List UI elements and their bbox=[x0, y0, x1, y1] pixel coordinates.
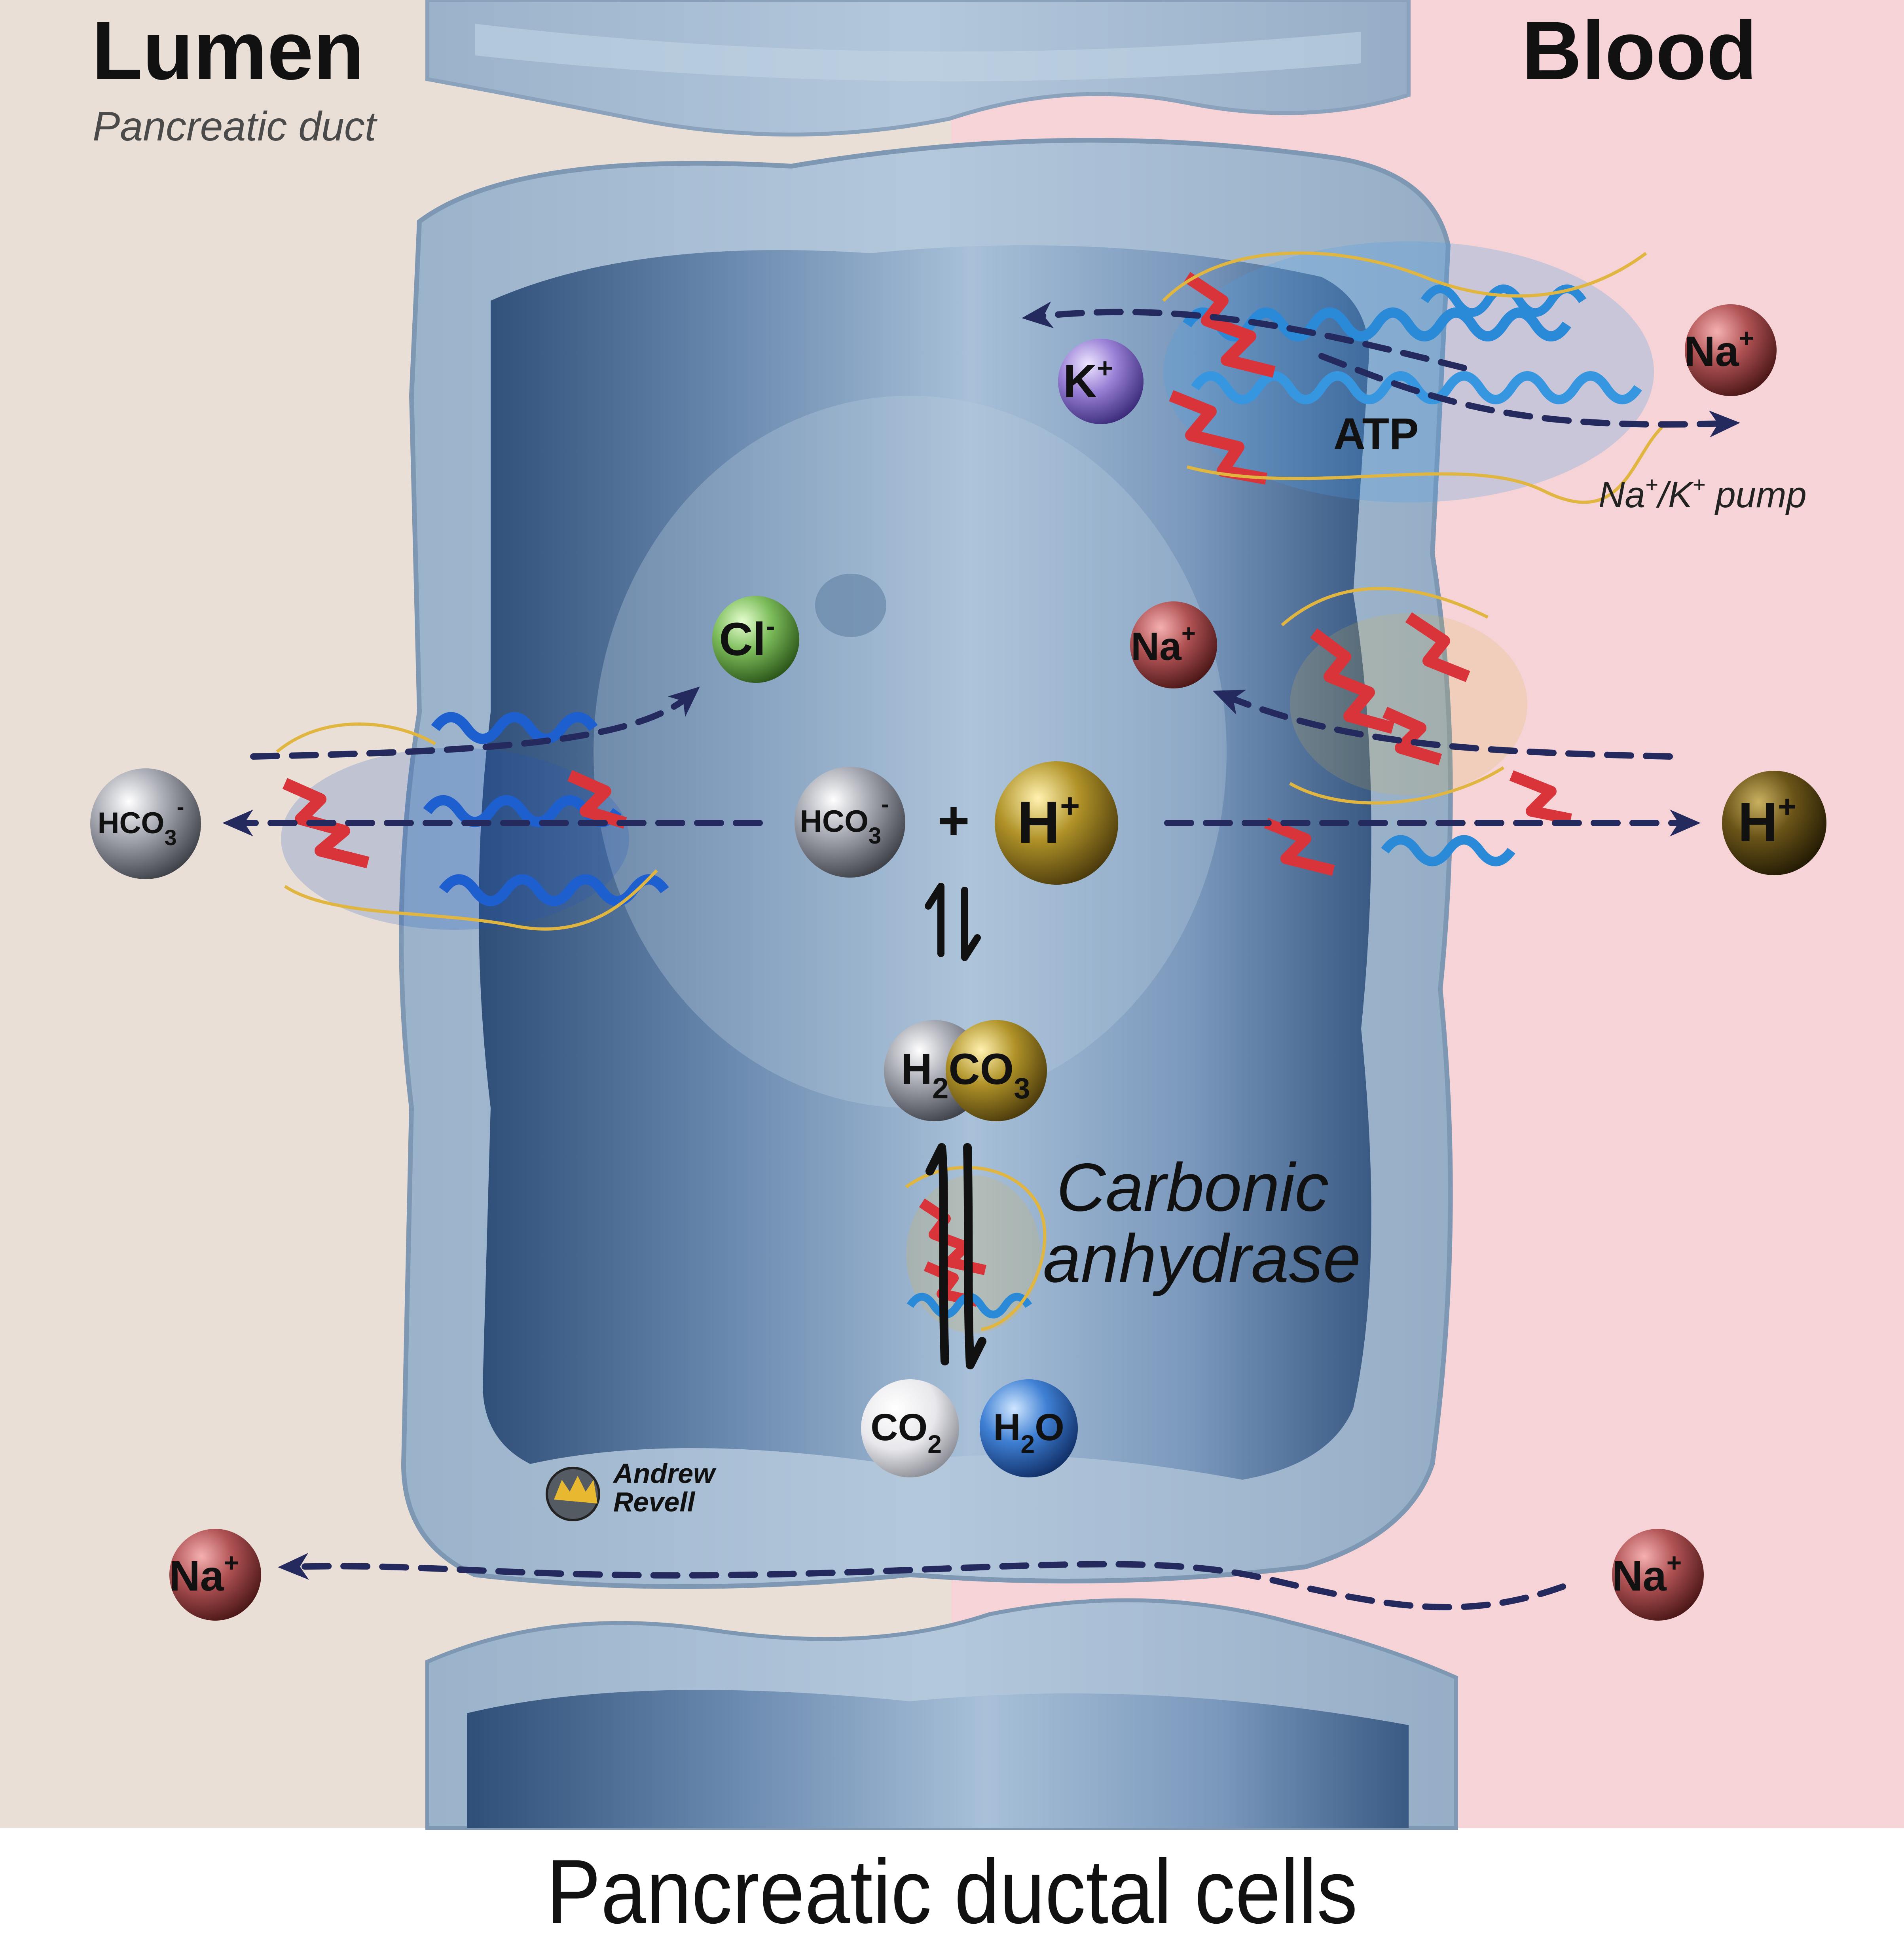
ductal-cell-top bbox=[425, 0, 1411, 137]
svg-text:K+: K+ bbox=[1063, 353, 1113, 408]
h2o-molecule: H2O bbox=[980, 1379, 1078, 1477]
equilibrium-arrow-lower bbox=[925, 1143, 986, 1369]
h-ion-cell: H+ bbox=[995, 761, 1118, 885]
atp-label: ATP bbox=[1333, 409, 1419, 459]
lumen-title: Lumen bbox=[92, 4, 364, 97]
arrow-na-into-cell bbox=[1212, 690, 1673, 760]
footer-background bbox=[0, 1828, 1904, 1949]
svg-text:CO2: CO2 bbox=[870, 1406, 942, 1458]
svg-text:H2O: H2O bbox=[993, 1406, 1064, 1458]
k-ion: K+ bbox=[1058, 339, 1144, 424]
enzyme-label-line1: Carbonic bbox=[1056, 1149, 1329, 1225]
arrow-na-out-pump bbox=[1318, 353, 1740, 438]
hco3-ion-lumen: HCO3- bbox=[90, 768, 201, 879]
plus-sign: + bbox=[937, 789, 970, 851]
arrow-paracellular-na bbox=[278, 1553, 1566, 1610]
cl-ion: Cl- bbox=[712, 596, 799, 683]
svg-text:Na+: Na+ bbox=[169, 1548, 239, 1600]
arrow-k-into-cell bbox=[1022, 301, 1467, 371]
artist-signature-logo: Andrew Revell bbox=[546, 1458, 717, 1521]
na-ion-pump: Na+ bbox=[1684, 304, 1777, 396]
svg-text:HCO3-: HCO3- bbox=[98, 794, 184, 850]
figure-caption: Pancreatic ductal cells bbox=[546, 1841, 1358, 1942]
svg-text:Na+: Na+ bbox=[1131, 620, 1196, 669]
svg-text:HCO3-: HCO3- bbox=[800, 791, 889, 849]
exchanger-protein-left bbox=[276, 712, 669, 931]
equilibrium-arrow-upper bbox=[925, 883, 981, 961]
na-ion-lumen: Na+ bbox=[169, 1529, 261, 1621]
svg-text:Cl-: Cl- bbox=[719, 611, 775, 666]
flux-arrows bbox=[222, 301, 1740, 1610]
svg-text:H2CO3: H2CO3 bbox=[901, 1045, 1030, 1105]
h2co3-molecule: H2CO3 bbox=[884, 1020, 1047, 1121]
hco3-ion-cell: HCO3- bbox=[795, 767, 905, 878]
svg-text:Na+: Na+ bbox=[1612, 1548, 1682, 1600]
na-ion-blood: Na+ bbox=[1612, 1529, 1704, 1621]
na-ion-exchanger: Na+ bbox=[1130, 601, 1217, 688]
arrow-cl-into-cell bbox=[250, 686, 700, 760]
blood-title: Blood bbox=[1522, 4, 1757, 97]
lumen-subtitle: Pancreatic duct bbox=[93, 104, 378, 150]
svg-text:Andrew: Andrew bbox=[613, 1458, 717, 1489]
enzyme-label-line2: anhydrase bbox=[1043, 1221, 1361, 1297]
svg-text:Revell: Revell bbox=[613, 1486, 696, 1517]
h-ion-blood: H+ bbox=[1722, 771, 1826, 875]
ductal-cell-bottom bbox=[425, 1598, 1458, 1830]
svg-text:Na+: Na+ bbox=[1684, 323, 1754, 375]
co2-molecule: CO2 bbox=[861, 1379, 959, 1477]
pump-caption: Na+/K+ pump bbox=[1599, 472, 1807, 515]
svg-text:H+: H+ bbox=[1017, 787, 1080, 855]
ductal-cell-main bbox=[399, 138, 1453, 1589]
svg-text:H+: H+ bbox=[1738, 789, 1796, 853]
